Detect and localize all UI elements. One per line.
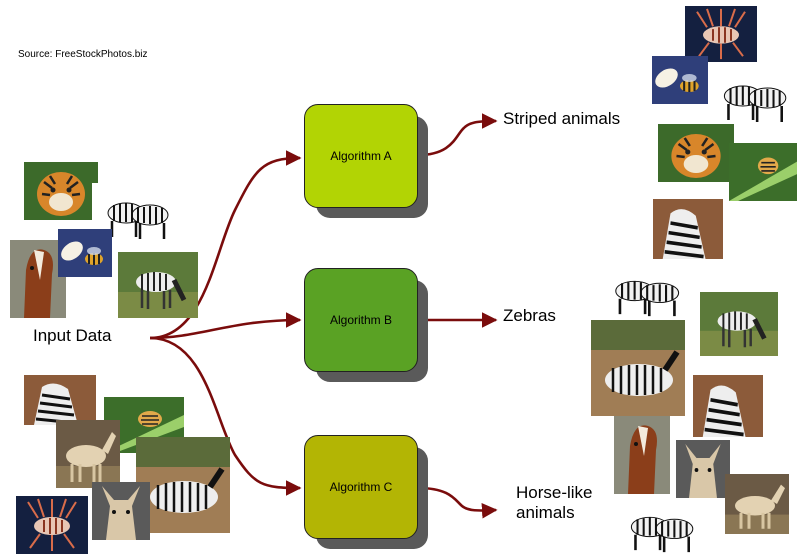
zebra-pair-thumbnail [92, 183, 176, 241]
algorithm-a-box: Algorithm A [304, 104, 418, 208]
output-striped-animals-label: Striped animals [503, 109, 621, 128]
zebra-closeup-thumbnail [24, 375, 96, 425]
bee-on-flower-thumbnail [652, 56, 708, 104]
arrow-input-to-b [149, 312, 302, 340]
algorithm-c-label: Algorithm C [329, 480, 393, 494]
algorithm-a-label: Algorithm A [330, 149, 392, 163]
arrow-input-to-a [149, 150, 302, 340]
donkey-thumbnail [725, 474, 789, 534]
zebra-lying-thumbnail [591, 320, 685, 416]
arrow-c-to-output [417, 486, 498, 519]
zebra-grazing-thumbnail [700, 292, 778, 356]
algorithm-b-box: Algorithm B [304, 268, 418, 372]
output-horse-like-label-line2: animals [516, 503, 575, 522]
tiger-thumbnail [24, 162, 98, 220]
donkey-thumbnail [56, 420, 120, 488]
horse-thumbnail [10, 240, 66, 318]
bee-on-flower-thumbnail [58, 229, 112, 277]
lionfish-thumbnail [685, 6, 757, 62]
arrow-input-to-c [149, 336, 302, 496]
arrow-a-to-output [417, 113, 498, 157]
zebra-pair-thumbnail [708, 66, 794, 124]
output-horse-like-label-line1: Horse-like [516, 483, 593, 502]
donkey-face-thumbnail [676, 440, 730, 498]
zebra-grazing-thumbnail [118, 252, 198, 318]
zebra-closeup-thumbnail [693, 375, 763, 437]
zebra-lying-thumbnail [136, 437, 230, 533]
lionfish-thumbnail [16, 496, 88, 554]
horse-thumbnail [614, 416, 670, 494]
algorithm-c-box: Algorithm C [304, 435, 418, 539]
tiger-thumbnail [658, 124, 734, 182]
zebra-pair-thumbnail [615, 498, 701, 554]
zebra-closeup-thumbnail [653, 199, 723, 259]
donkey-face-thumbnail [92, 482, 150, 540]
beetle-on-stem-thumbnail [729, 143, 797, 201]
input-data-label: Input Data [33, 326, 112, 345]
zebra-pair-thumbnail [599, 262, 687, 318]
source-credit: Source: FreeStockPhotos.biz [18, 49, 148, 60]
output-zebras-label: Zebras [503, 306, 556, 325]
algorithm-b-label: Algorithm B [329, 313, 393, 327]
